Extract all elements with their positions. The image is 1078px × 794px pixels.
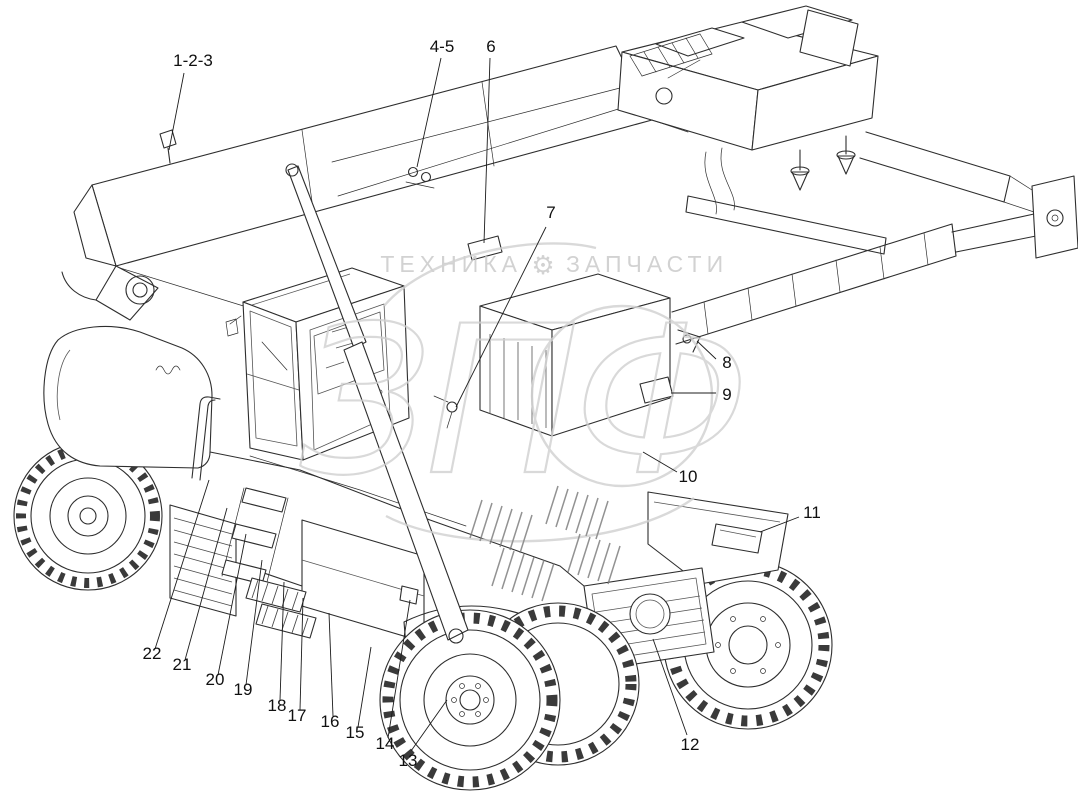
callout-18: 18 — [268, 696, 287, 715]
callout-20: 20 — [206, 670, 225, 689]
leader-line — [154, 479, 210, 650]
spreader-ladder — [629, 33, 713, 77]
lift-cylinder — [285, 163, 469, 644]
callout-14: 14 — [376, 734, 395, 753]
leader-line — [217, 533, 247, 676]
side-bracket — [399, 585, 419, 605]
handrail — [191, 396, 221, 479]
watermark-swoosh — [385, 497, 695, 543]
boom-pivot — [61, 265, 251, 321]
callout-11: 11 — [803, 503, 821, 522]
leader-line — [455, 226, 547, 408]
right-fender — [647, 491, 789, 585]
spreader-platform — [685, 195, 887, 255]
frame-end-bracket — [1031, 175, 1078, 259]
mirror — [225, 315, 242, 337]
leader-line — [642, 451, 678, 473]
boom — [61, 45, 683, 321]
callout-16: 16 — [321, 712, 340, 731]
watermark-circle — [530, 304, 714, 488]
gear-icon: ⚙ — [531, 251, 554, 281]
leader-line — [652, 638, 688, 736]
leader-line — [245, 559, 263, 686]
leader-line — [357, 646, 372, 728]
washer-unit — [433, 395, 458, 429]
spreader — [617, 5, 887, 255]
callout-21: 21 — [173, 655, 192, 674]
watermark: ЗПФ ТЕХНИКА ⚙ ЗАПЧАСТИ — [299, 242, 751, 602]
container-guide-plate — [741, 5, 853, 39]
leader-line — [184, 507, 228, 661]
callout-13: 13 — [399, 751, 418, 770]
callout-8: 8 — [722, 353, 731, 372]
front-left-wheel — [379, 609, 561, 791]
watermark-arc — [383, 242, 597, 307]
leader-line — [279, 581, 285, 701]
cab-door — [309, 303, 391, 451]
callout-4-5: 4-5 — [430, 37, 455, 56]
leader-line — [168, 72, 185, 151]
callout-9: 9 — [722, 385, 731, 404]
boom-fittings — [405, 166, 435, 189]
callout-labels: 1-2-3 4-5 6 7 8 9 10 11 12 13 14 15 16 1… — [143, 37, 821, 770]
tower-box-part — [639, 376, 674, 404]
watermark-logo: ЗПФ — [300, 283, 744, 521]
callout-17: 17 — [288, 706, 307, 725]
watermark-wheat — [469, 485, 621, 602]
leader-lines — [154, 57, 800, 752]
watermark-word-right: ЗАПЧАСТИ — [566, 251, 728, 277]
leader-line — [416, 57, 442, 168]
boom-antenna-part — [159, 129, 177, 164]
vent-panel — [169, 504, 237, 617]
side-panel — [301, 519, 425, 643]
callout-10: 10 — [679, 467, 698, 486]
callout-6: 6 — [486, 37, 495, 56]
callout-15: 15 — [346, 723, 365, 742]
callout-12: 12 — [681, 735, 700, 754]
leader-line — [410, 699, 448, 752]
rear-frame — [671, 131, 1078, 345]
callout-1-2-3: 1-2-3 — [173, 51, 213, 70]
leader-line — [328, 612, 334, 717]
callout-7: 7 — [546, 203, 555, 222]
engine-hood — [43, 325, 213, 469]
leader-line — [299, 597, 304, 711]
hydraulic-hoses — [704, 147, 735, 215]
machine-drawing — [13, 5, 1078, 791]
twistlocks — [790, 135, 856, 191]
callout-19: 19 — [234, 680, 253, 699]
chassis — [169, 451, 585, 649]
callout-22: 22 — [143, 644, 162, 663]
hood-vent — [155, 365, 181, 375]
leader-line — [387, 599, 411, 739]
wiper — [261, 341, 288, 371]
watermark-word-left: ТЕХНИКА — [380, 251, 522, 277]
leader-line — [696, 340, 717, 360]
leader-line — [483, 57, 491, 244]
access-steps — [191, 396, 317, 639]
spreader-pin — [655, 87, 673, 105]
leader-line — [759, 516, 800, 533]
container-guide-plate — [799, 9, 859, 67]
